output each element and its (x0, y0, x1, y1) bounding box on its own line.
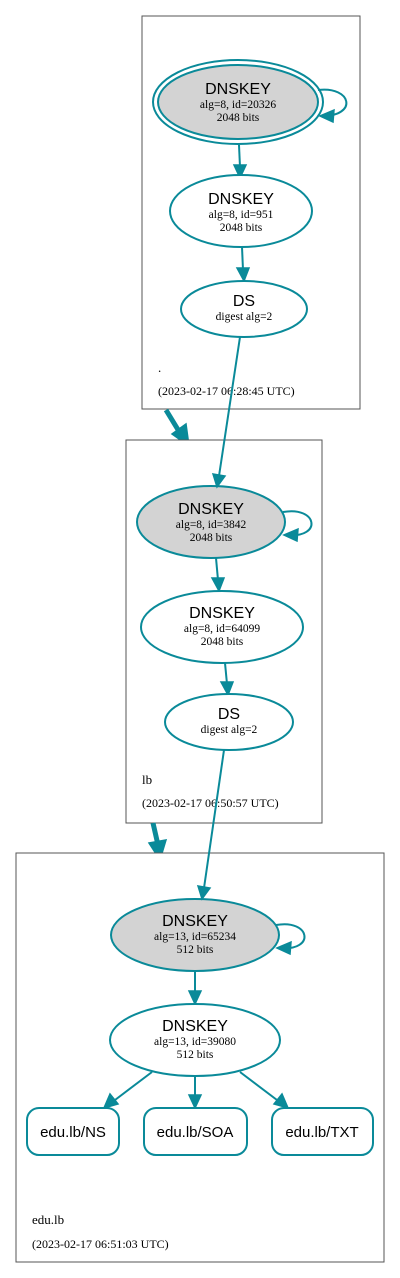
edulb-zsk-to-txt-head (272, 1092, 290, 1110)
root-ksk-to-zsk-head (232, 164, 248, 180)
lb-ksk-line1: alg=8, id=3842 (176, 519, 247, 531)
lb-ds-title: DS (218, 706, 240, 723)
edulb-zsk-to-txt-edge (239, 1071, 278, 1101)
lb-ds-line1: digest alg=2 (201, 724, 258, 736)
rrset-soa-label: edu.lb/SOA (157, 1124, 234, 1141)
edulb-ksk-line2: 512 bits (177, 944, 214, 956)
root-zsk-line1: alg=8, id=951 (209, 209, 274, 221)
root-ksk-line2: 2048 bits (217, 112, 260, 124)
root-zsk-line2: 2048 bits (220, 222, 263, 234)
lb-zone-timestamp: (2023-02-17 06:50:57 UTC) (142, 796, 279, 810)
edulb-zsk-to-soa-head (187, 1094, 203, 1110)
edulb-ksk-line1: alg=13, id=65234 (154, 931, 236, 943)
root-ds-to-lb-ksk-head (211, 473, 227, 489)
edulb-zone-name: edu.lb (32, 1212, 64, 1227)
root-ksk-title: DNSKEY (205, 81, 271, 98)
root-ds-title: DS (233, 293, 255, 310)
rrset-ns-box (26, 1107, 120, 1156)
lb-zsk-line2: 2048 bits (201, 636, 244, 648)
edulb-zsk-line2: 512 bits (177, 1049, 214, 1061)
lb-ksk-to-zsk-head (210, 577, 226, 593)
lb-ksk-line2: 2048 bits (190, 532, 233, 544)
zone-lb: DNSKEY alg=8, id=3842 2048 bits DNSKEY a… (125, 439, 323, 824)
root-ds-ellipse (180, 280, 308, 338)
lb-ksk-ellipse (136, 485, 286, 559)
lb-ds-node[interactable]: DS digest alg=2 (164, 693, 294, 751)
lb-zsk-to-ds-head (219, 681, 235, 697)
lb-zsk-ellipse (140, 590, 304, 664)
edulb-zsk-node[interactable]: DNSKEY alg=13, id=39080 512 bits (109, 1003, 281, 1077)
lb-ksk-to-zsk-edge (215, 557, 219, 581)
rrset-ns-node[interactable]: edu.lb/NS (26, 1107, 120, 1156)
root-ds-line1: digest alg=2 (216, 311, 273, 323)
root-ksk-ellipse (157, 64, 319, 140)
edulb-zone-timestamp: (2023-02-17 06:51:03 UTC) (32, 1237, 169, 1251)
lb-ksk-title: DNSKEY (178, 501, 244, 518)
lb-ksk-self-loop-head (282, 527, 299, 543)
lb-zsk-line1: alg=8, id=64099 (184, 623, 260, 635)
root-ksk-line1: alg=8, id=20326 (200, 99, 276, 111)
root-ds-node[interactable]: DS digest alg=2 (180, 280, 308, 338)
zone-edu-lb: DNSKEY alg=13, id=65234 512 bits DNSKEY … (15, 852, 385, 1263)
root-zsk-title: DNSKEY (208, 191, 274, 208)
rrset-txt-label: edu.lb/TXT (285, 1124, 358, 1141)
lb-ds-to-edulb-ksk-head (196, 885, 212, 901)
edulb-ksk-to-zsk-head (187, 990, 203, 1006)
edulb-zsk-to-ns-edge (114, 1071, 153, 1101)
rrset-soa-box (143, 1107, 248, 1156)
root-zsk-to-ds-edge (241, 246, 244, 271)
edulb-ksk-self-loop-head (275, 940, 292, 956)
edulb-zsk-to-ns-head (102, 1092, 120, 1110)
rrset-txt-node[interactable]: edu.lb/TXT (271, 1107, 374, 1156)
root-ds-to-lb-ksk-edge (218, 336, 241, 477)
rrset-soa-node[interactable]: edu.lb/SOA (143, 1107, 248, 1156)
lb-ksk-node[interactable]: DNSKEY alg=8, id=3842 2048 bits (136, 485, 286, 559)
lb-zsk-to-ds-edge (224, 662, 228, 685)
root-ksk-to-zsk-edge (238, 144, 241, 168)
rrset-txt-box (271, 1107, 374, 1156)
edulb-zsk-title: DNSKEY (162, 1018, 228, 1035)
root-ksk-self-loop-head (318, 108, 335, 124)
lb-to-edulb-delegation-head (147, 839, 168, 862)
lb-zsk-node[interactable]: DNSKEY alg=8, id=64099 2048 bits (140, 590, 304, 664)
lb-ds-ellipse (164, 693, 294, 751)
root-ksk-node[interactable]: DNSKEY alg=8, id=20326 2048 bits (152, 59, 324, 145)
root-zsk-node[interactable]: DNSKEY alg=8, id=951 2048 bits (169, 174, 313, 248)
root-zsk-ellipse (169, 174, 313, 248)
lb-zone-name: lb (142, 772, 152, 787)
root-zone-name: . (158, 360, 161, 375)
lb-ds-to-edulb-ksk-edge (203, 749, 225, 889)
zone-root: DNSKEY alg=8, id=20326 2048 bits DNSKEY … (141, 15, 361, 410)
lb-zsk-title: DNSKEY (189, 605, 255, 622)
edulb-ksk-title: DNSKEY (162, 913, 228, 930)
root-ksk-outer-ring (152, 59, 324, 145)
root-zsk-to-ds-head (235, 267, 251, 283)
root-zone-timestamp: (2023-02-17 06:28:45 UTC) (158, 384, 295, 398)
edulb-ksk-node[interactable]: DNSKEY alg=13, id=65234 512 bits (110, 898, 280, 972)
edulb-zsk-line1: alg=13, id=39080 (154, 1036, 236, 1048)
rrset-ns-label: edu.lb/NS (40, 1124, 106, 1141)
